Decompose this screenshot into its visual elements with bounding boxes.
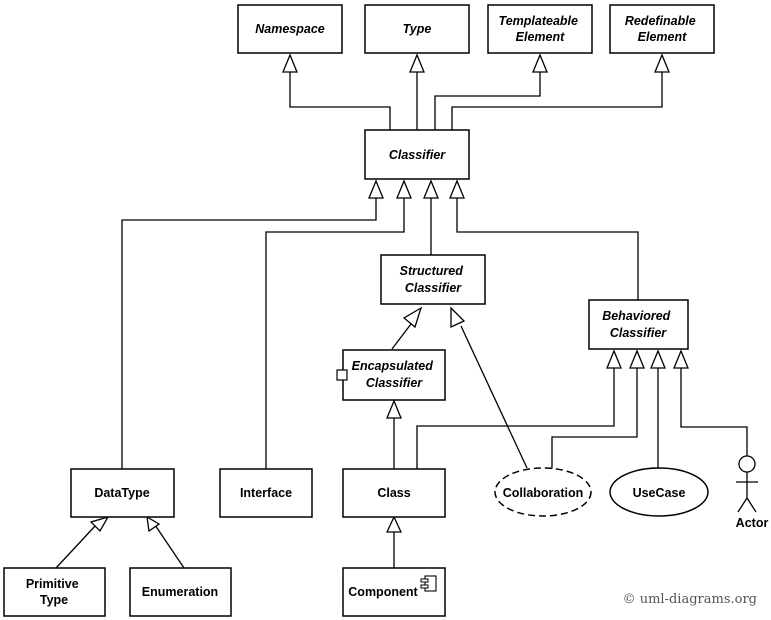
node-behaviored-classifier: Behaviored Classifier xyxy=(588,299,689,350)
edge-behaviored-classifier xyxy=(456,198,639,300)
component-icon xyxy=(420,575,437,592)
collaboration-label: Collaboration xyxy=(503,486,584,500)
edge-encapsulated-structured xyxy=(391,323,412,350)
copyright-text: © uml-diagrams.org xyxy=(623,592,757,607)
templateable-element-label: Templateable Element xyxy=(499,14,582,44)
edge-collaboration-structured xyxy=(460,325,528,469)
port-icon xyxy=(336,369,348,381)
node-structured-classifier: Structured Classifier xyxy=(380,254,486,305)
node-namespace: Namespace xyxy=(237,4,343,54)
edge-classifier-templateable xyxy=(434,72,541,130)
node-classifier: Classifier xyxy=(364,129,470,180)
interface-label: Interface xyxy=(240,486,292,500)
edge-classifier-namespace xyxy=(289,72,391,130)
arrowhead-classifier-4 xyxy=(449,179,465,199)
arrowhead-classifier-3 xyxy=(423,179,439,199)
component-label: Component xyxy=(348,585,418,599)
arrowhead-namespace xyxy=(282,53,298,73)
node-templateable-element: Templateable Element xyxy=(487,4,593,54)
arrowhead-encapsulated xyxy=(386,399,402,419)
node-usecase: UseCase xyxy=(609,467,709,517)
edge-datatype-classifier xyxy=(121,198,377,469)
arrowhead-class xyxy=(385,515,403,533)
node-encapsulated-classifier: Encapsulated Classifier xyxy=(336,349,446,401)
arrowhead-datatype-1 xyxy=(89,515,110,533)
generalization-edges xyxy=(55,72,748,569)
encapsulated-classifier-label: Encapsulated Classifier xyxy=(352,359,437,390)
behaviored-classifier-label: Behaviored Classifier xyxy=(602,309,674,340)
node-primitive-type: Primitive Type xyxy=(3,567,106,617)
arrowhead-structured-1 xyxy=(402,306,423,329)
edge-classifier-redefinable xyxy=(451,72,663,130)
edge-actor-behaviored xyxy=(680,368,748,456)
arrowhead-behaviored-3 xyxy=(650,349,666,369)
node-class: Class xyxy=(342,468,446,518)
arrowhead-templateable xyxy=(532,53,548,73)
generalization-arrowheads xyxy=(89,53,689,533)
node-datatype: DataType xyxy=(70,468,175,518)
edge-collaboration-behaviored xyxy=(551,368,638,469)
type-label: Type xyxy=(403,22,432,36)
redefinable-element-label: Redefinable Element xyxy=(625,14,699,44)
arrowhead-type xyxy=(409,53,425,73)
actor-label: Actor xyxy=(736,516,769,530)
edge-class-behaviored xyxy=(416,368,615,469)
node-redefinable-element: Redefinable Element xyxy=(609,4,715,54)
arrowhead-behaviored-2 xyxy=(629,349,645,369)
node-component: Component xyxy=(342,567,446,617)
enumeration-label: Enumeration xyxy=(142,585,218,599)
arrowhead-classifier-1 xyxy=(368,179,384,199)
edge-enumeration-datatype xyxy=(154,524,185,569)
classifier-label: Classifier xyxy=(389,148,446,162)
actor-icon xyxy=(736,455,758,513)
class-label: Class xyxy=(377,486,410,500)
arrowhead-redefinable xyxy=(654,53,670,73)
node-interface: Interface xyxy=(219,468,313,518)
arrowhead-behaviored-4 xyxy=(673,349,689,369)
node-collaboration: Collaboration xyxy=(494,467,592,517)
arrowhead-behaviored-1 xyxy=(606,349,622,369)
arrowhead-classifier-2 xyxy=(396,179,412,199)
node-enumeration: Enumeration xyxy=(129,567,232,617)
datatype-label: DataType xyxy=(94,486,149,500)
namespace-label: Namespace xyxy=(255,22,325,36)
edge-interface-classifier xyxy=(265,198,405,469)
arrowhead-datatype-2 xyxy=(146,515,161,533)
usecase-label: UseCase xyxy=(633,486,686,500)
primitive-type-label: Primitive Type xyxy=(26,577,82,607)
node-type: Type xyxy=(364,4,470,54)
edge-primitive-datatype xyxy=(55,524,97,569)
node-actor: Actor xyxy=(736,455,769,530)
structured-classifier-label: Structured Classifier xyxy=(400,264,467,295)
arrowhead-structured-2 xyxy=(450,306,466,329)
